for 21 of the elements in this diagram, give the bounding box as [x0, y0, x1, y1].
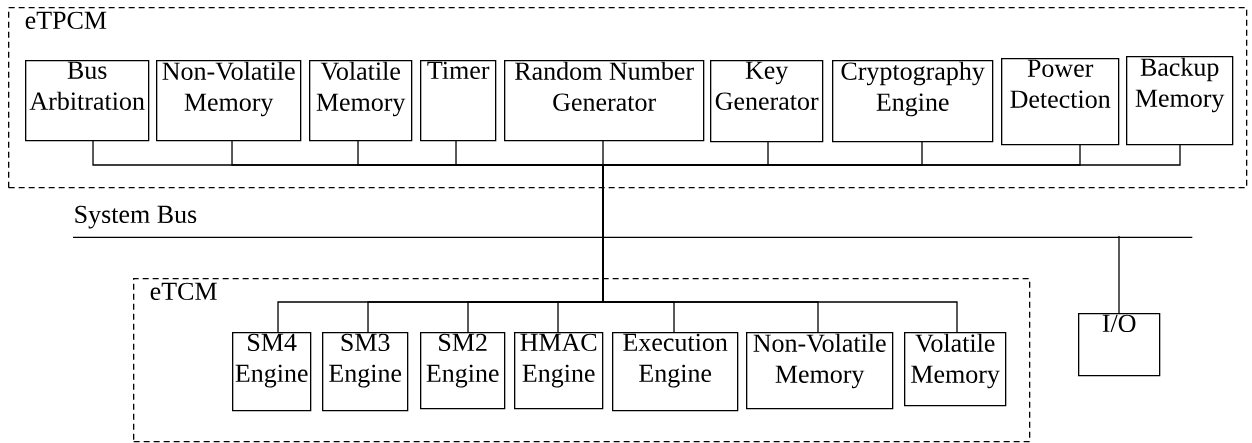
module-box: Execution Engine: [612, 332, 739, 412]
system-bus-line: System Bus: [72, 205, 1193, 238]
module-box: SM4 Engine: [232, 332, 312, 412]
module-box: I/O: [1078, 313, 1161, 377]
module-box: Volatile Memory: [309, 60, 413, 142]
module-box: Non-Volatile Memory: [746, 332, 894, 410]
module-box: SM2 Engine: [420, 332, 506, 410]
module-box: HMAC Engine: [514, 332, 604, 410]
module-box: Backup Memory: [1126, 56, 1234, 146]
bus-connector: [602, 235, 958, 333]
module-box: Timer: [420, 60, 497, 142]
module-box: Key Generator: [710, 60, 824, 143]
module-box: SM3 Engine: [322, 332, 409, 412]
module-box: Power Detection: [1001, 58, 1120, 146]
bus-connector: [1118, 235, 1120, 314]
module-box: Random Number Generator: [504, 60, 705, 142]
module-box: Bus Arbitration: [25, 60, 150, 142]
module-box: Cryptography Engine: [832, 60, 994, 143]
bus-connector: [602, 143, 1181, 237]
module-box: Non-Volatile Memory: [156, 60, 302, 142]
module-box: Volatile Memory: [904, 332, 1007, 407]
